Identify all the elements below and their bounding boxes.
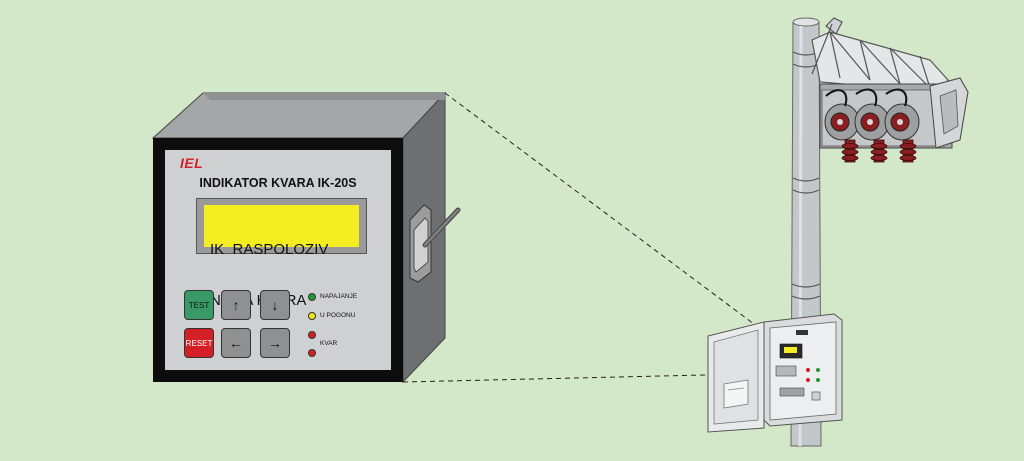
brand-logo: IEL: [180, 155, 204, 171]
down-arrow-button[interactable]: ↓: [260, 290, 290, 320]
leader-lines: [402, 92, 791, 383]
fault-led: [308, 349, 316, 357]
current-sensor: [884, 103, 920, 141]
lcd-bezel: IK RASPOLOZIV NEMA KVARA: [196, 198, 367, 309]
insulator: [841, 139, 859, 163]
current-sensor: [824, 103, 860, 141]
device-housing: [151, 91, 447, 384]
device-title: INDIKATOR KVARA IK-20S: [199, 176, 357, 190]
device-faceplate: IEL INDIKATOR KVARA IK-20S IK RASPOLOZIV…: [165, 150, 391, 370]
fault-led-label: KVAR: [320, 340, 338, 347]
running-led: [308, 312, 316, 320]
power-led: [308, 293, 316, 301]
sensor-box: [819, 77, 969, 149]
mounting-clamp: [409, 204, 461, 283]
left-arrow-button[interactable]: ←: [221, 328, 251, 358]
pole-bracket: [811, 17, 949, 93]
cabinet: [707, 313, 843, 433]
up-arrow-button[interactable]: ↑: [221, 290, 251, 320]
lcd-line-1: IK RASPOLOZIV: [210, 241, 329, 258]
device-front-panel: IEL INDIKATOR KVARA IK-20S IK RASPOLOZIV…: [153, 138, 403, 382]
current-sensor: [854, 103, 890, 141]
test-button[interactable]: TEST: [184, 290, 214, 320]
insulator: [899, 139, 917, 163]
lcd-display: IK RASPOLOZIV NEMA KVARA: [204, 205, 359, 309]
fault-led: [308, 331, 316, 339]
running-led-label: U POGONU: [320, 312, 356, 319]
right-arrow-button[interactable]: →: [260, 328, 290, 358]
reset-button[interactable]: RESET: [184, 328, 214, 358]
power-led-label: NAPAJANJE: [320, 293, 358, 300]
insulator: [870, 139, 888, 163]
insulators: [841, 139, 917, 163]
